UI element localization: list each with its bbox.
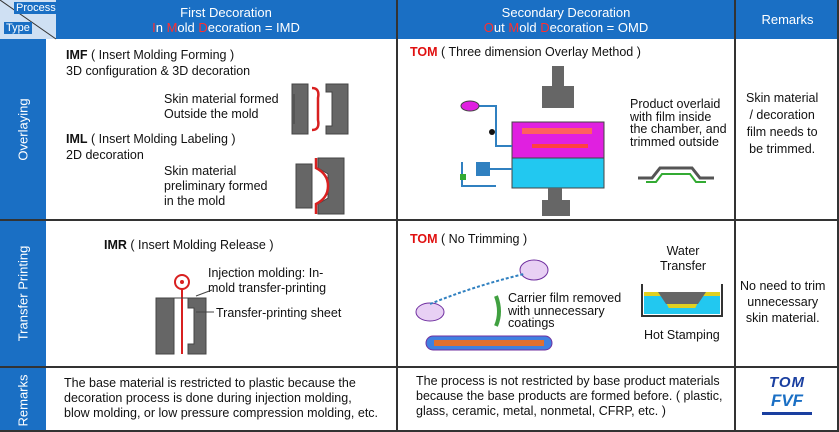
logo-fvf: FVF (770, 391, 804, 410)
tom-fvf-logo: TOM FVF (762, 374, 812, 426)
tom-no-trimming-title: TOM ( No Trimming ) (410, 232, 528, 246)
diagonal-divider (0, 0, 57, 40)
row-label-transfer-printing: Transfer Printing (0, 221, 46, 366)
tom-three-dimension-title: TOM ( Three dimension Overlay Method ) (410, 45, 641, 59)
imr-mold-diagram (155, 274, 214, 355)
grid-line (734, 0, 736, 432)
imf-title: IMF ( Insert Molding Forming ) (66, 48, 235, 62)
process-label: Process (14, 2, 58, 14)
type-label: Type (4, 22, 32, 34)
imf-mold-diagram (291, 83, 349, 135)
logo-tom: TOM (768, 374, 806, 391)
imr-title: IMR ( Insert Molding Release ) (104, 238, 274, 252)
remarks-header: Remarks (761, 12, 814, 27)
grid-line (396, 0, 398, 432)
iml-description: 2D decoration (66, 148, 144, 162)
hot-stamping-label: Hot Stamping (644, 328, 720, 342)
first-decoration-title: First Decoration (180, 4, 272, 20)
imr-note-injection: Injection molding: In-mold transfer-prin… (208, 266, 327, 295)
imd-subtitle: In Mold Decoration = IMD (152, 19, 300, 35)
imr-note-sheet: Transfer-printing sheet (216, 306, 342, 320)
trimmed-part-diagram (638, 166, 714, 183)
grid-line (0, 366, 839, 368)
secondary-decoration-header: Secondary Decoration Out Mold Decoration… (398, 0, 734, 39)
grid-line (837, 0, 839, 432)
grid-line (0, 430, 839, 432)
tom-chamber-diagram (460, 66, 605, 216)
iml-title: IML ( Insert Molding Labeling ) (66, 132, 236, 146)
logo-rule (762, 412, 812, 415)
omd-subtitle: Out Mold Decoration = OMD (483, 19, 649, 35)
secondary-decoration-title: Secondary Decoration (501, 4, 631, 20)
row-label-remarks: Remarks (0, 368, 46, 432)
water-transfer-diagram (641, 284, 723, 317)
imf-description: 3D configuration & 3D decoration (66, 64, 251, 78)
row-label-overlaying: Overlaying (0, 39, 46, 219)
iml-mold-diagram (295, 157, 345, 215)
header-band (0, 0, 839, 39)
process-type-cell: Process Type (0, 0, 58, 40)
grid-line (0, 219, 839, 221)
imd-remark-text: The base material is restricted to plast… (64, 376, 379, 420)
carrier-film-diagram (415, 259, 553, 351)
first-decoration-header: First Decoration In Mold Decoration = IM… (56, 0, 396, 39)
omd-remark-text: The process is not restricted by base pr… (416, 374, 723, 418)
